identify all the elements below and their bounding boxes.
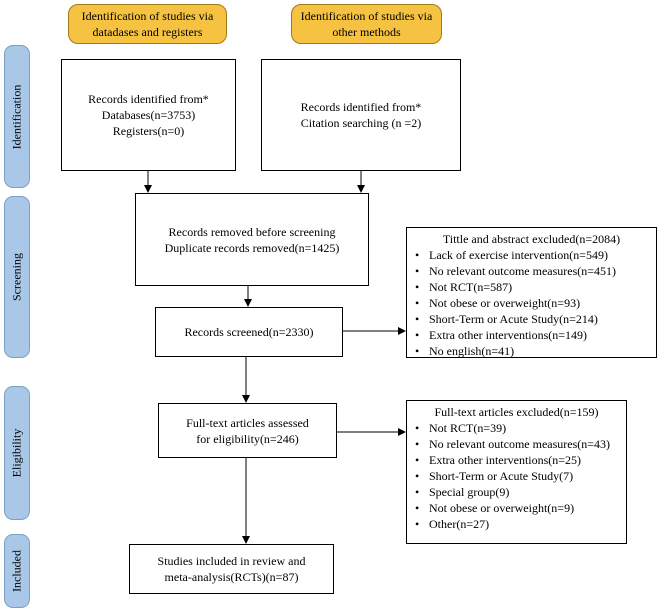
header-databases-registers: Identification of studies via datadases … xyxy=(68,4,227,44)
box-line: Citation searching (n =2) xyxy=(300,116,422,130)
box-line: Databases(n=3753) xyxy=(101,108,196,122)
exclusion-item: Lack of exercise intervention(n=549) xyxy=(415,247,648,263)
stage-screening: Screening xyxy=(4,196,30,358)
records-identified-other-box: Records identified from* Citation search… xyxy=(261,59,461,171)
header-line: Identification of studies via xyxy=(300,9,433,23)
stage-included: Included xyxy=(4,534,30,608)
stage-label: Eligibility xyxy=(9,428,24,478)
box-line: Records screened(n=2330) xyxy=(184,325,314,339)
box-line: Registers(n=0) xyxy=(112,124,185,138)
studies-included-box: Studies included in review and meta-anal… xyxy=(129,544,334,594)
exclusion-list: Not RCT(n=39) No relevant outcome measur… xyxy=(415,420,618,532)
stage-eligibility: Eligibility xyxy=(4,386,30,520)
box-line: Studies included in review and xyxy=(157,554,306,568)
exclusion-item: Short-Term or Acute Study(n=214) xyxy=(415,311,648,327)
stage-label: Screening xyxy=(9,253,24,301)
exclusion-item: Not RCT(n=39) xyxy=(415,420,618,436)
exclusion-title: Full-text articles excluded(n=159) xyxy=(434,405,599,419)
records-removed-box: Records removed before screening Duplica… xyxy=(135,193,369,286)
box-line: Records removed before screening xyxy=(168,224,336,239)
box-line: Duplicate records removed(n=1425) xyxy=(164,240,340,255)
box-line: Records identified from* xyxy=(88,92,209,106)
header-other-methods: Identification of studies via other meth… xyxy=(291,4,442,44)
records-screened-box: Records screened(n=2330) xyxy=(155,307,343,357)
exclusion-title: Tittle and abstract excluded(n=2084) xyxy=(442,232,621,246)
exclusion-item: Extra other interventions(n=25) xyxy=(415,452,618,468)
exclusion-item: Extra other interventions(n=149) xyxy=(415,327,648,343)
exclusion-list: Lack of exercise intervention(n=549) No … xyxy=(415,247,648,359)
exclusion-item: Special group(9) xyxy=(415,484,618,500)
header-line: datadases and registers xyxy=(92,25,203,39)
box-line: meta-analysis(RCTs)(n=87) xyxy=(164,570,299,584)
box-line: for eligibility(n=246) xyxy=(196,431,299,446)
header-line: other methods xyxy=(332,25,401,39)
records-identified-databases-box: Records identified from* Databases(n=375… xyxy=(61,59,236,171)
exclusion-item: No english(n=41) xyxy=(415,343,648,359)
fulltext-excluded-box: Full-text articles excluded(n=159) Not R… xyxy=(406,400,627,544)
exclusion-item: Other(n=27) xyxy=(415,516,618,532)
box-line: Full-text articles assessed xyxy=(186,415,309,430)
stage-identification: Identification xyxy=(4,45,30,188)
header-line: Identification of studies via xyxy=(81,9,214,23)
stage-label: Identification xyxy=(9,84,24,149)
title-abstract-excluded-box: Tittle and abstract excluded(n=2084) Lac… xyxy=(406,227,657,359)
exclusion-item: No relevant outcome measures(n=451) xyxy=(415,263,648,279)
exclusion-item: Short-Term or Acute Study(7) xyxy=(415,468,618,484)
exclusion-item: No relevant outcome measures(n=43) xyxy=(415,436,618,452)
fulltext-assessed-box: Full-text articles assessed for eligibil… xyxy=(158,403,337,458)
exclusion-item: Not obese or overweight(n=9) xyxy=(415,500,618,516)
exclusion-item: Not obese or overweight(n=93) xyxy=(415,295,648,311)
stage-label: Included xyxy=(9,550,24,592)
box-line: Records identified from* xyxy=(300,100,422,114)
exclusion-item: Not RCT(n=587) xyxy=(415,279,648,295)
